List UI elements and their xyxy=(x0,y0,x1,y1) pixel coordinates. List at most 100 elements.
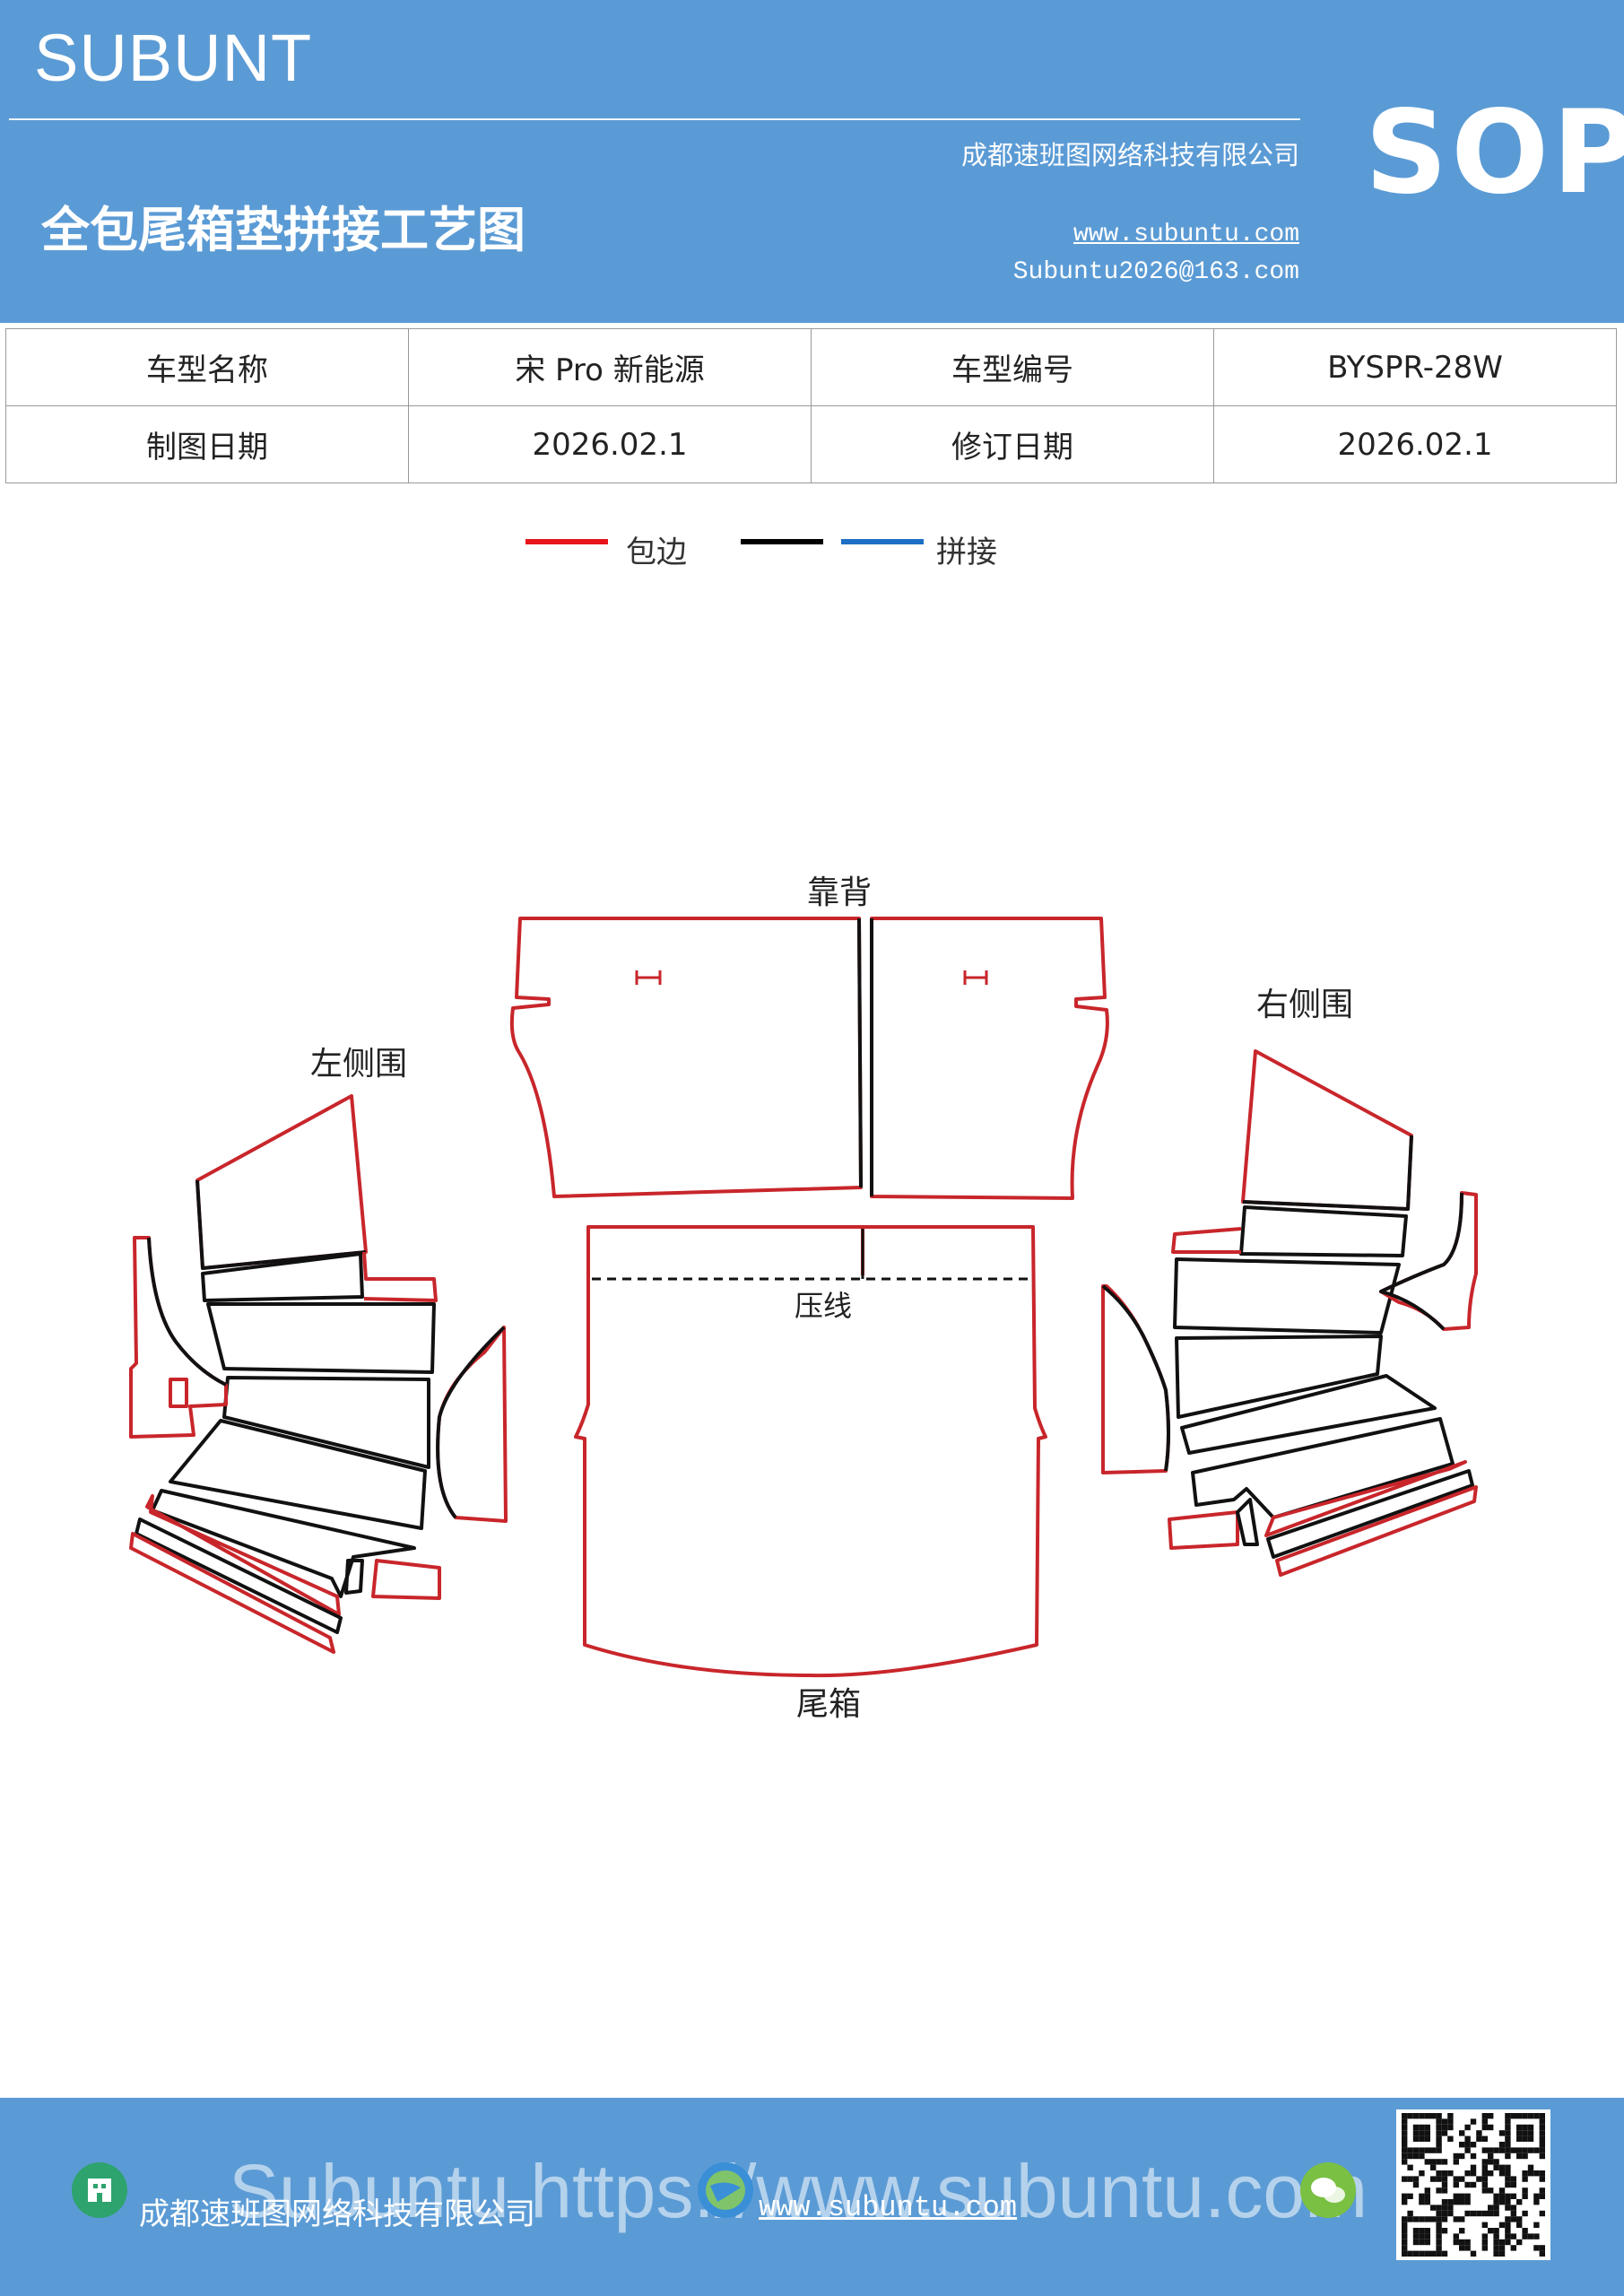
qr-module xyxy=(1505,2142,1511,2148)
qr-module xyxy=(1539,2135,1545,2142)
qr-module xyxy=(1527,2147,1534,2153)
qr-module xyxy=(1498,2130,1506,2136)
qr-module xyxy=(1527,2233,1534,2239)
qr-module xyxy=(1510,2205,1516,2211)
qr-module xyxy=(1476,2135,1482,2142)
table-cell: BYSPR-28W xyxy=(1213,328,1617,406)
header-website-link[interactable]: www.subuntu.com xyxy=(1073,221,1299,248)
qr-module xyxy=(1430,2176,1437,2182)
qr-module xyxy=(1505,2222,1511,2228)
qr-module xyxy=(1419,2228,1425,2234)
line-legend: 包边 拼接 xyxy=(0,527,1624,572)
qr-module xyxy=(1402,2135,1408,2142)
qr-module xyxy=(1516,2135,1523,2142)
qr-module xyxy=(1436,2222,1442,2228)
backrest-left-panel xyxy=(509,917,863,1198)
qr-module xyxy=(1459,2216,1465,2222)
brand-logo-text: SUBUNT xyxy=(34,21,313,95)
qr-module xyxy=(1481,2124,1488,2131)
qr-module xyxy=(1516,2113,1523,2119)
qr-module xyxy=(1505,2199,1511,2205)
qr-module xyxy=(1539,2147,1545,2153)
backrest-right-panel xyxy=(870,917,1109,1200)
qr-module xyxy=(1402,2130,1408,2136)
qr-module xyxy=(1539,2130,1545,2136)
qr-module xyxy=(1505,2193,1511,2199)
qr-module xyxy=(1419,2152,1425,2160)
header-banner: SUBUNT 全包尾箱垫拼接工艺图 成都速班图网络科技有限公司 www.subu… xyxy=(0,0,1624,323)
qr-module xyxy=(1522,2176,1528,2182)
qr-module xyxy=(1447,2205,1454,2211)
qr-module xyxy=(1505,2205,1511,2211)
qr-module xyxy=(1424,2199,1430,2205)
qr-module xyxy=(1505,2147,1511,2153)
legend-label-seam: 拼接 xyxy=(936,535,997,570)
qr-module xyxy=(1419,2239,1425,2246)
qr-module xyxy=(1539,2250,1545,2257)
qr-module xyxy=(1516,2152,1523,2160)
table-cell: 车型编号 xyxy=(811,328,1214,406)
qr-module xyxy=(1510,2113,1516,2119)
qr-module xyxy=(1412,2135,1420,2142)
right-side-panels xyxy=(1101,1049,1478,1577)
qr-module xyxy=(1436,2245,1442,2251)
qr-module xyxy=(1419,2233,1425,2239)
label-left-side: 左侧围 xyxy=(310,1046,407,1083)
qr-module xyxy=(1412,2124,1420,2131)
qr-module xyxy=(1464,2239,1471,2246)
qr-module xyxy=(1470,2152,1477,2160)
qr-module xyxy=(1402,2124,1408,2131)
qr-module xyxy=(1505,2216,1511,2222)
qr-module xyxy=(1459,2199,1465,2205)
qr-module xyxy=(1510,2233,1516,2239)
qr-module xyxy=(1539,2124,1545,2131)
qr-module xyxy=(1522,2187,1528,2194)
qr-module xyxy=(1402,2233,1408,2239)
qr-code-graphic xyxy=(1402,2113,1545,2257)
qr-module xyxy=(1464,2142,1471,2148)
qr-module xyxy=(1527,2135,1534,2142)
qr-module xyxy=(1527,2170,1534,2177)
qr-module xyxy=(1459,2228,1465,2234)
qr-module xyxy=(1527,2124,1534,2131)
qr-module xyxy=(1441,2130,1448,2136)
qr-module xyxy=(1481,2164,1488,2170)
qr-module xyxy=(1481,2245,1488,2251)
qr-module xyxy=(1436,2187,1442,2194)
qr-module xyxy=(1436,2159,1442,2165)
qr-module xyxy=(1436,2250,1442,2257)
table-cell: 2026.02.1 xyxy=(408,405,812,483)
qr-module xyxy=(1470,2164,1477,2170)
qr-module xyxy=(1402,2142,1408,2148)
qr-module xyxy=(1493,2233,1499,2239)
qr-module xyxy=(1493,2159,1499,2165)
qr-module xyxy=(1459,2142,1465,2148)
qr-module xyxy=(1436,2113,1442,2119)
qr-module xyxy=(1493,2228,1499,2234)
qr-module xyxy=(1412,2181,1420,2188)
qr-module xyxy=(1498,2142,1506,2148)
qr-module xyxy=(1481,2170,1488,2177)
qr-module xyxy=(1412,2113,1420,2119)
qr-module xyxy=(1493,2193,1499,2199)
qr-module xyxy=(1402,2176,1408,2182)
qr-module xyxy=(1412,2147,1420,2153)
sop-badge: SOP xyxy=(1365,86,1624,220)
qr-module xyxy=(1527,2130,1534,2136)
qr-module xyxy=(1516,2130,1523,2136)
qr-module xyxy=(1488,2113,1494,2119)
qr-module xyxy=(1453,2199,1459,2205)
qr-module xyxy=(1470,2170,1477,2177)
legend-swatch-black xyxy=(741,539,823,544)
qr-module xyxy=(1436,2147,1442,2153)
qr-module xyxy=(1516,2199,1523,2205)
qr-module xyxy=(1436,2118,1442,2125)
header-email[interactable]: Subuntu2026@163.com xyxy=(1012,258,1299,286)
label-crease-line: 压线 xyxy=(795,1289,852,1323)
footer-website-link[interactable]: www.subuntu.com xyxy=(759,2191,1018,2224)
qr-module xyxy=(1407,2210,1413,2217)
qr-module xyxy=(1424,2130,1430,2136)
qr-module xyxy=(1447,2124,1454,2131)
qr-module xyxy=(1510,2216,1516,2222)
qr-module xyxy=(1481,2135,1488,2142)
